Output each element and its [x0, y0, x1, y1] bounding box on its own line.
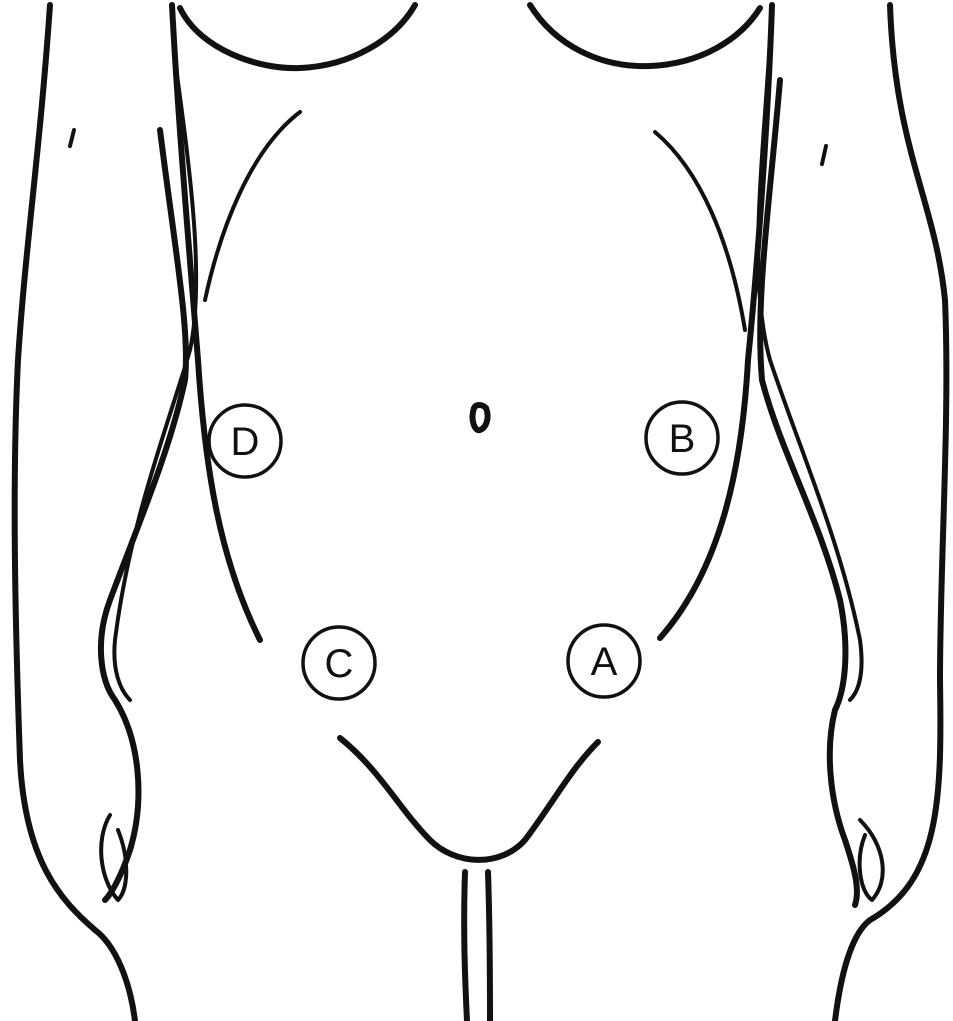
right-rib-curve	[655, 132, 745, 330]
left-breast-outline	[180, 5, 415, 68]
right-hand-detail	[860, 820, 883, 900]
marker-b-label: B	[669, 417, 696, 461]
left-elbow-mark	[70, 130, 74, 146]
left-arm-inner	[101, 130, 186, 900]
right-inner-thigh	[488, 872, 490, 1021]
marker-c: C	[303, 627, 375, 699]
marker-c-label: C	[325, 642, 354, 686]
left-rib-curve	[205, 112, 300, 300]
marker-b: B	[646, 402, 718, 474]
marker-d: D	[209, 405, 281, 477]
left-inner-thigh	[464, 872, 467, 1021]
left-arm-outer	[15, 5, 135, 1021]
right-torso-line	[660, 5, 772, 638]
right-elbow-mark	[822, 146, 826, 164]
groin-curve	[340, 738, 598, 860]
navel	[473, 405, 488, 430]
right-breast-outline	[530, 5, 760, 66]
marker-d-label: D	[231, 420, 260, 464]
marker-a: A	[568, 625, 640, 697]
right-arm-inner	[760, 80, 857, 905]
marker-a-label: A	[591, 640, 618, 684]
